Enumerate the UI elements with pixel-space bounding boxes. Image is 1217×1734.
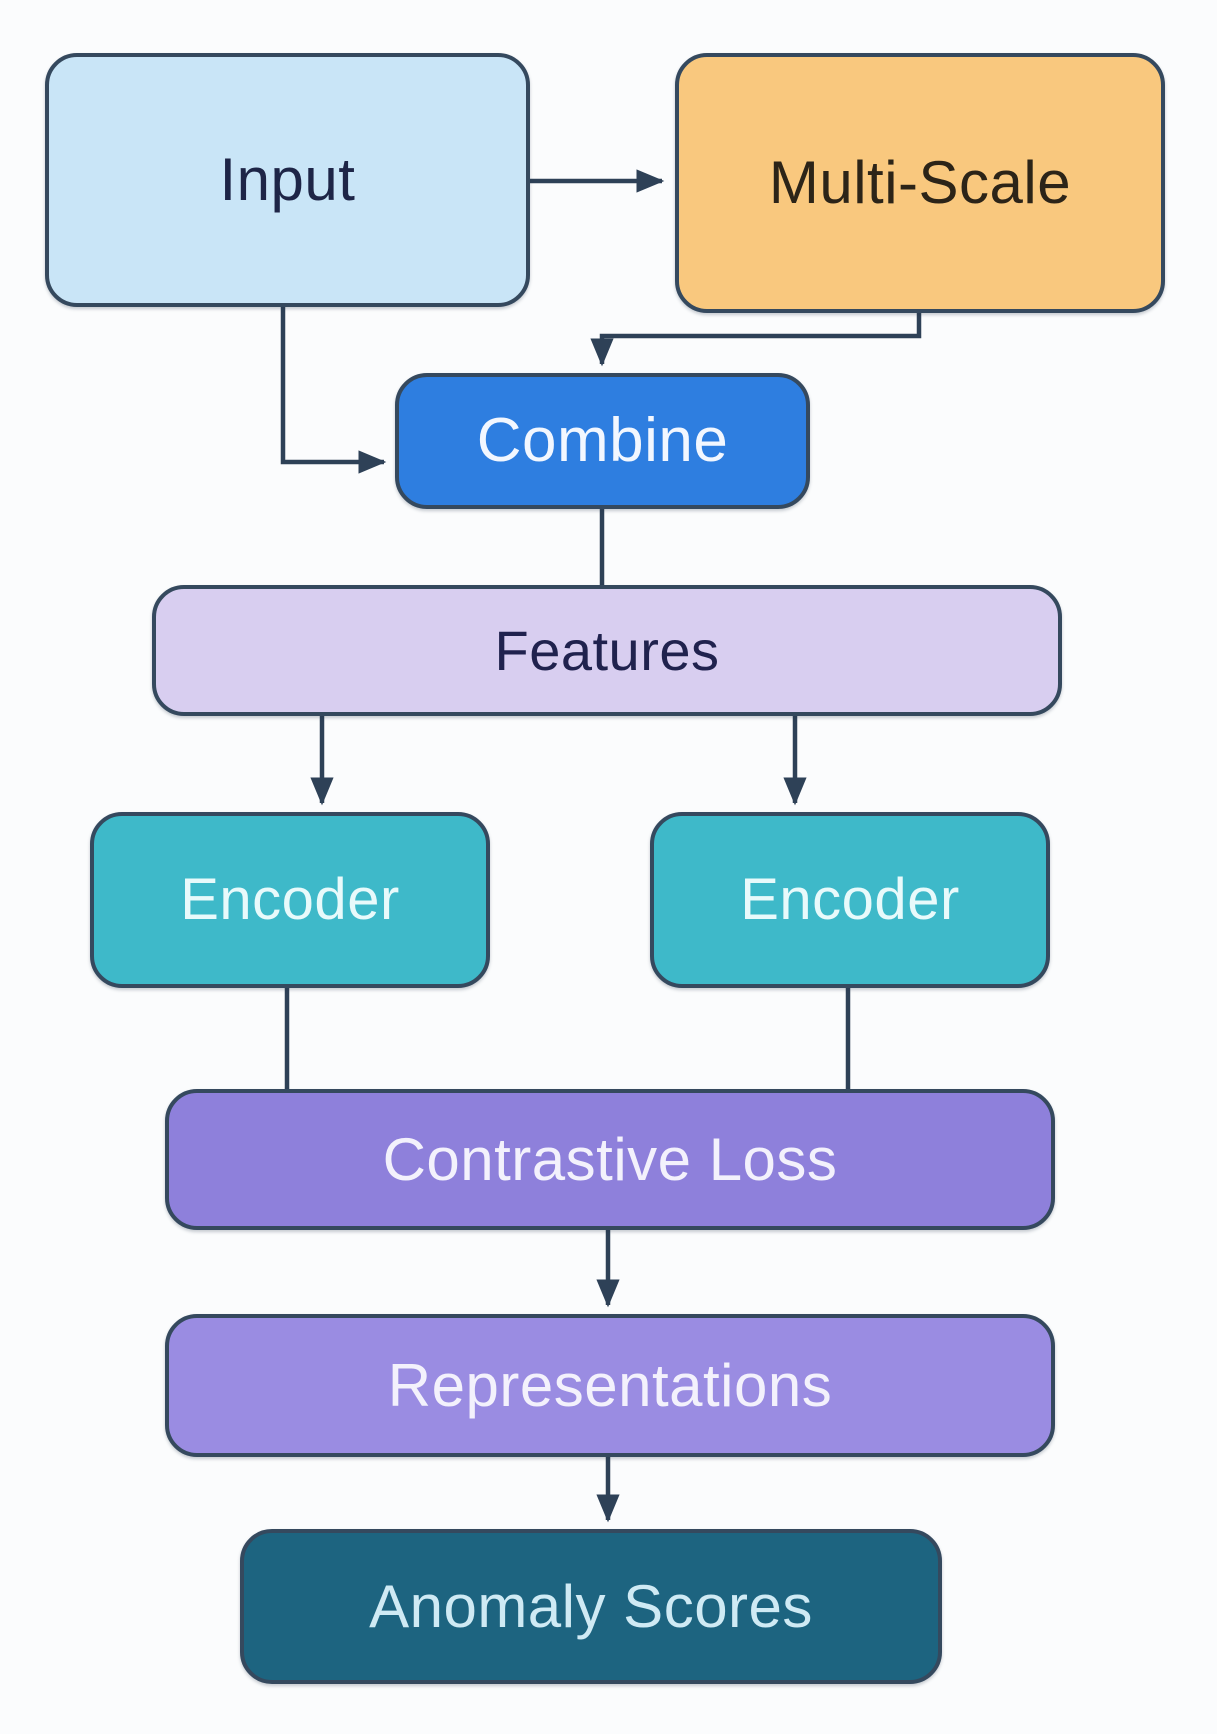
node-input-label: Input [219,146,356,213]
node-combine-label: Combine [476,405,729,475]
node-encoder-right: Encoder [650,812,1050,988]
node-anomaly-scores: Anomaly Scores [240,1529,942,1684]
node-contrastive-loss-label: Contrastive Loss [382,1125,838,1193]
node-encoder-right-label: Encoder [740,867,960,933]
node-features-label: Features [494,618,720,682]
node-features: Features [152,585,1062,716]
node-representations: Representations [165,1314,1055,1457]
edge-input-to-combine [280,307,387,474]
node-combine: Combine [395,373,810,509]
node-encoder-left: Encoder [90,812,490,988]
node-anomaly-scores-label: Anomaly Scores [369,1572,813,1640]
node-input: Input [45,53,530,307]
edge-multiscale-to-combine [590,313,922,367]
node-encoder-left-label: Encoder [180,867,400,933]
node-contrastive-loss: Contrastive Loss [165,1089,1055,1230]
node-multi-scale: Multi-Scale [675,53,1165,313]
node-representations-label: Representations [387,1351,833,1419]
node-multi-scale-label: Multi-Scale [768,149,1072,216]
